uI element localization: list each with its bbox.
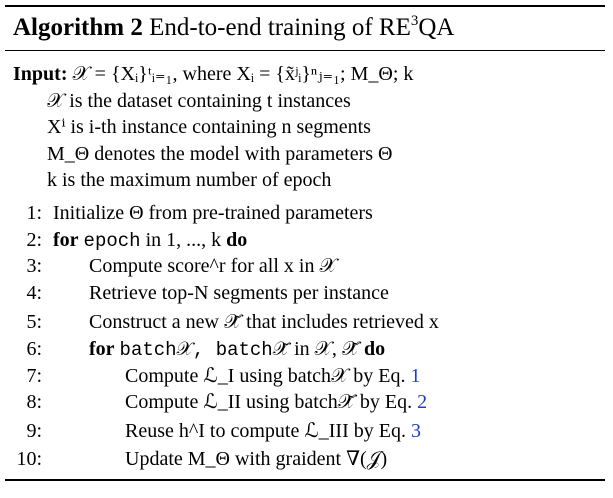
step-text: Reuse h^I to compute ℒ_III by Eq. 3 (125, 418, 421, 444)
code-token: batch𝒳, batch𝒳̃ (119, 339, 290, 361)
step-text-rest: in 1, ..., k (140, 229, 227, 251)
step-number: 4: (26, 282, 42, 304)
step-number: 10: (16, 448, 42, 470)
equation-ref-link[interactable]: 3 (410, 420, 421, 442)
algorithm-title-text: End-to-end training of RE (149, 14, 411, 41)
step-text: Construct a new 𝒳̃ that includes retriev… (89, 311, 439, 333)
step-number: 5: (26, 311, 42, 333)
equation-ref-link[interactable]: 1 (410, 365, 421, 387)
algorithm-label: Algorithm 2 (13, 14, 143, 41)
step-number: 2: (26, 229, 42, 251)
step-text-body: Compute ℒ_II using batch𝒳̃ by Eq. (125, 391, 418, 413)
top-rule (5, 5, 605, 7)
step-number: 9: (26, 420, 42, 442)
code-token: epoch (83, 230, 141, 252)
do-keyword: do (226, 229, 248, 251)
step-text: Compute ℒ_I using batch𝒳 by Eq. 1 (125, 363, 420, 389)
step-text-rest: in 𝒳, 𝒳̃ (289, 338, 365, 360)
algorithm-title-sup: 3 (410, 13, 419, 29)
do-keyword: do (364, 338, 386, 360)
for-keyword: for (53, 229, 79, 251)
step-text: for batch𝒳, batch𝒳̃ in 𝒳, 𝒳̃ do (89, 336, 385, 363)
input-line: Input: 𝒳 = {Xᵢ}ᵗᵢ₌₁, where Xᵢ = {x̃ʲᵢ}ⁿⱼ… (13, 61, 413, 87)
step-text-body: Reuse h^I to compute ℒ_III by Eq. (125, 420, 411, 442)
step-text: Compute score^r for all x in 𝒳 (89, 255, 337, 277)
step-number: 3: (26, 255, 42, 277)
for-keyword: for (89, 338, 115, 360)
input-desc-4: k is the maximum number of epoch (47, 169, 332, 191)
step-number: 1: (26, 202, 42, 224)
algorithm-title-tail: QA (418, 14, 455, 41)
step-text: Compute ℒ_II using batch𝒳̃ by Eq. 2 (125, 389, 427, 415)
mid-rule (5, 50, 605, 51)
input-keyword: Input: (13, 63, 68, 85)
step-text: for epoch in 1, ..., k do (53, 227, 247, 254)
bottom-rule (5, 479, 605, 481)
input-desc-1: 𝒳 is the dataset containing t instances (47, 90, 351, 112)
step-text: Initialize Θ from pre-trained parameters (53, 202, 373, 224)
step-number: 8: (26, 391, 42, 413)
equation-ref-link[interactable]: 2 (417, 391, 428, 413)
step-number: 7: (26, 365, 42, 387)
step-number: 6: (26, 338, 42, 360)
input-desc-3: M_Θ denotes the model with parameters Θ (47, 143, 393, 165)
step-text: Update M_Θ with graident ∇(𝒥) (125, 448, 388, 470)
input-desc-2: Xⁱ is i-th instance containing n segment… (47, 116, 371, 138)
step-text-body: Compute ℒ_I using batch𝒳 by Eq. (125, 365, 411, 387)
step-text: Retrieve top-N segments per instance (89, 282, 389, 304)
input-formula: 𝒳 = {Xᵢ}ᵗᵢ₌₁, where Xᵢ = {x̃ʲᵢ}ⁿⱼ₌₁; M_Θ… (72, 63, 414, 85)
algorithm-title: Algorithm 2 End-to-end training of RE3QA (13, 12, 454, 47)
